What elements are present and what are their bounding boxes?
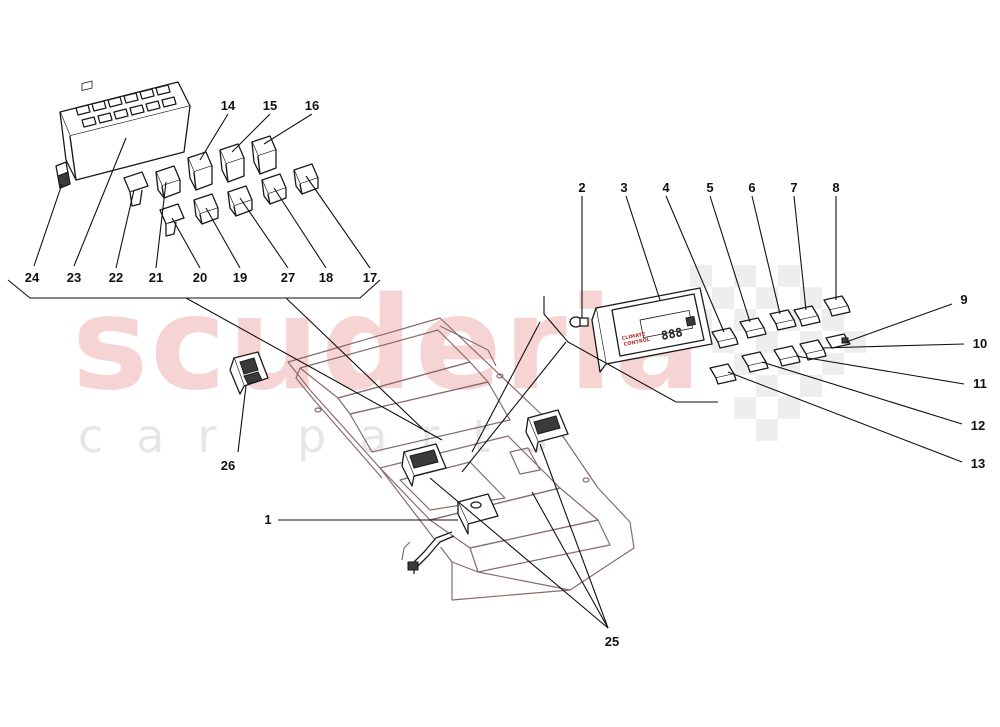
- knob-part-4: [711, 327, 739, 349]
- callout-6: 6: [748, 180, 755, 195]
- callout-labels: 1 2 3 4 5 6 7 8 9 10 11 12 13 14 15 16 1…: [25, 98, 987, 649]
- callout-27: 27: [281, 270, 295, 285]
- callout-13: 13: [971, 456, 985, 471]
- callout-26: 26: [221, 458, 235, 473]
- callout-16: 16: [305, 98, 319, 113]
- climate-control-panel: 888 CLIMATE CONTROL: [591, 287, 713, 373]
- callout-2: 2: [578, 180, 585, 195]
- panel-label-line2: CONTROL: [623, 337, 651, 348]
- callout-1: 1: [264, 512, 271, 527]
- callout-23: 23: [67, 270, 81, 285]
- callout-21: 21: [149, 270, 163, 285]
- callout-4: 4: [662, 180, 670, 195]
- switch-block-23: [59, 80, 191, 181]
- switch-cap-22: [123, 171, 149, 207]
- callout-22: 22: [109, 270, 123, 285]
- callout-12: 12: [971, 418, 985, 433]
- knob-part-10: [799, 339, 827, 361]
- switch-part-26: [229, 351, 269, 395]
- knob-part-5: [739, 317, 767, 339]
- callout-10: 10: [973, 336, 987, 351]
- bulb-part-2: [569, 316, 589, 328]
- callout-17: 17: [363, 270, 377, 285]
- console-switch-left: [401, 443, 447, 487]
- switch-cap-16: [251, 135, 277, 175]
- bracket-lines: [7, 279, 718, 473]
- switch-cap-15: [219, 143, 245, 183]
- knob-part-6: [769, 309, 797, 331]
- callout-19: 19: [233, 270, 247, 285]
- watermark-tagline: car parts: [78, 409, 580, 463]
- switch-cap-18: [261, 173, 287, 205]
- panel-label-line1: CLIMATE: [621, 331, 646, 342]
- center-console-tray: [287, 317, 635, 601]
- leader-lines: [33, 113, 965, 629]
- callout-9: 9: [960, 292, 967, 307]
- callout-25: 25: [605, 634, 619, 649]
- switch-cap-14: [187, 151, 213, 191]
- knob-part-12: [741, 351, 769, 373]
- callout-8: 8: [832, 180, 839, 195]
- connector-part-24: [55, 161, 71, 189]
- switch-cap-20: [159, 203, 185, 237]
- switch-cap-19: [193, 193, 219, 225]
- callout-24: 24: [25, 270, 40, 285]
- callout-7: 7: [790, 180, 797, 195]
- callout-18: 18: [319, 270, 333, 285]
- callout-3: 3: [620, 180, 627, 195]
- panel-display: 888: [660, 325, 684, 343]
- switch-cap-21: [155, 165, 181, 199]
- callout-14: 14: [221, 98, 236, 113]
- knob-part-9: [825, 333, 851, 349]
- callout-20: 20: [193, 270, 207, 285]
- callout-15: 15: [263, 98, 277, 113]
- knob-part-8: [823, 295, 851, 317]
- switch-cap-27: [227, 185, 253, 217]
- callout-5: 5: [706, 180, 713, 195]
- knob-part-7: [793, 305, 821, 327]
- console-switch-1: [407, 493, 499, 574]
- callout-11: 11: [973, 376, 987, 391]
- console-switch-right: [525, 409, 569, 453]
- switch-cap-17: [293, 163, 319, 195]
- knob-part-11: [773, 345, 801, 367]
